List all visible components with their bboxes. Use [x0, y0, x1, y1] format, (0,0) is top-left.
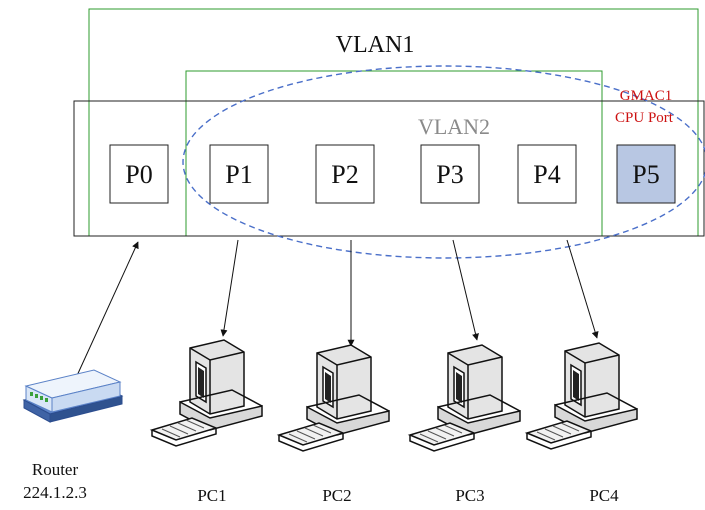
port-p1-label: P1	[225, 160, 252, 189]
pc3-label: PC3	[455, 486, 484, 505]
port-p2: P2	[315, 144, 375, 204]
arrow-p3-to-pc3	[452, 239, 479, 341]
port-p0-label: P0	[125, 160, 152, 189]
pc3-icon	[407, 344, 521, 452]
arrow-p4-to-pc4	[566, 239, 599, 339]
port-p1: P1	[209, 144, 269, 204]
router-ip-label: 224.1.2.3	[23, 483, 87, 502]
port-p5-label: P5	[632, 160, 659, 189]
port-p3-label: P3	[436, 160, 463, 189]
port-p4: P4	[517, 144, 577, 204]
pc4-icon	[524, 342, 638, 450]
router-label: Router	[32, 460, 79, 479]
vlan1-label: VLAN1	[336, 32, 415, 58]
gmac-label: GMAC1	[620, 88, 673, 104]
port-p5-cpu: P5	[616, 144, 676, 204]
vlan2-label: VLAN2	[418, 114, 490, 139]
port-p4-label: P4	[533, 160, 560, 189]
cpu-port-label: CPU Port	[615, 110, 674, 126]
pc4-label: PC4	[589, 486, 619, 505]
arrow-router-to-p0	[74, 241, 139, 381]
port-p3: P3	[420, 144, 480, 204]
port-p0: P0	[109, 144, 169, 204]
pc2-icon	[276, 344, 390, 452]
vlan2-membership-ellipse	[182, 65, 705, 259]
pc1-label: PC1	[197, 486, 226, 505]
arrow-p1-to-pc1	[220, 239, 239, 337]
router-icon	[22, 369, 124, 423]
switch-body	[73, 100, 705, 237]
pc2-label: PC2	[322, 486, 351, 505]
pc1-icon	[149, 339, 263, 447]
port-p2-label: P2	[331, 160, 358, 189]
